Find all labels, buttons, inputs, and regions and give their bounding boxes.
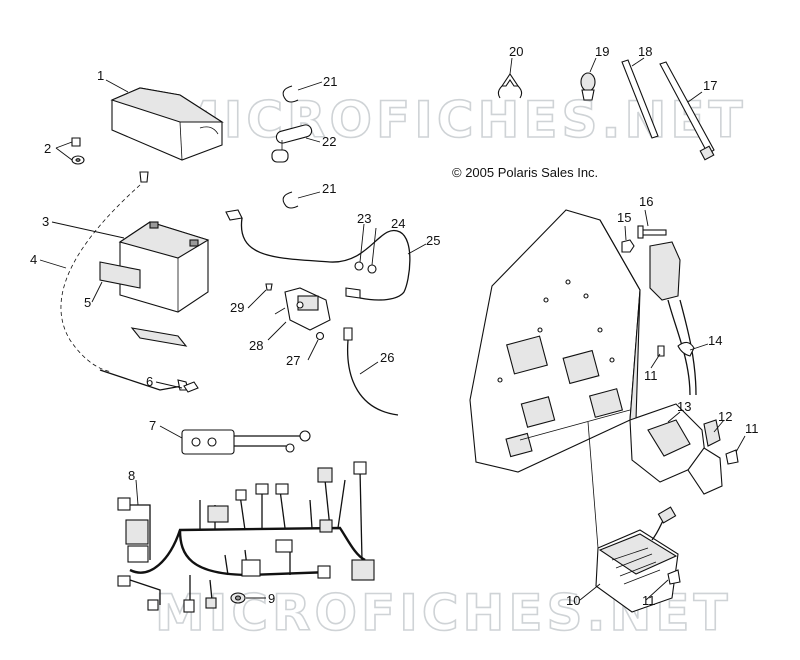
callout-19: 19	[595, 44, 609, 59]
callout-24: 24	[391, 216, 405, 231]
copyright-text: © 2005 Polaris Sales Inc.	[452, 165, 598, 180]
relay-bracket	[687, 419, 723, 495]
callout-5: 5	[84, 295, 91, 310]
battery	[99, 221, 210, 313]
main-wire-harness	[117, 461, 375, 613]
wire-clip-c-bottom	[282, 191, 299, 209]
vent-fitting	[139, 171, 149, 183]
nut-27	[315, 331, 325, 341]
watermark-top: MICROFICHES.NET	[170, 91, 747, 149]
callout-13: 13	[677, 399, 691, 414]
callout-11-right: 11	[745, 421, 759, 436]
callout-9: 9	[268, 591, 275, 606]
callout-8: 8	[128, 468, 135, 483]
callout-labels: 1 2 3 4 5 6 7 8 9 10 11 11 11 12 13 14 1…	[30, 44, 759, 608]
push-rivet-clip	[580, 72, 596, 101]
callout-28: 28	[249, 338, 263, 353]
negative-battery-cable	[99, 369, 183, 391]
screw-29	[265, 283, 273, 291]
bolt-16	[637, 225, 667, 239]
connector-clip	[230, 592, 246, 604]
cable-tie-short	[621, 59, 659, 139]
starter-cable	[343, 327, 399, 416]
fastener-bottom	[667, 569, 681, 585]
callout-29: 29	[230, 300, 244, 315]
fastener-right	[725, 449, 739, 465]
mounting-panel	[469, 209, 641, 473]
wire-clip-c-top	[282, 85, 299, 103]
callout-21-top: 21	[323, 74, 337, 89]
callout-4: 4	[30, 252, 37, 267]
nut-24	[367, 264, 377, 274]
battery-cover	[110, 87, 224, 161]
vent-tube	[60, 184, 141, 373]
leader-lines	[39, 57, 746, 601]
positive-cable	[225, 209, 411, 301]
callout-17: 17	[703, 78, 717, 93]
battery-strap	[271, 124, 313, 163]
bolt-washer	[71, 137, 85, 165]
callout-1: 1	[97, 68, 104, 83]
callout-11-mid: 11	[644, 368, 658, 383]
wire-clip-14	[677, 341, 695, 357]
fastener-upper	[657, 345, 665, 357]
ground-strap	[181, 429, 311, 455]
callout-18: 18	[638, 44, 652, 59]
cable-tie-long	[659, 61, 715, 161]
callout-22: 22	[322, 134, 336, 149]
callout-14: 14	[708, 333, 722, 348]
starter-solenoid	[274, 287, 331, 331]
callout-15: 15	[617, 210, 631, 225]
callout-7: 7	[149, 418, 156, 433]
callout-27: 27	[286, 353, 300, 368]
callout-6: 6	[146, 374, 153, 389]
callout-23: 23	[357, 211, 371, 226]
voltage-regulator	[629, 403, 707, 483]
callout-3: 3	[42, 214, 49, 229]
callout-2: 2	[44, 141, 51, 156]
callout-12: 12	[718, 409, 732, 424]
callout-10: 10	[566, 593, 580, 608]
battery-bolt	[183, 381, 199, 393]
callout-16: 16	[639, 194, 653, 209]
callout-11-bottom: 11	[642, 593, 656, 608]
nut-15	[621, 239, 635, 253]
nut-23	[354, 261, 364, 271]
battery-pad	[130, 327, 188, 347]
callout-26: 26	[380, 350, 394, 365]
callout-20: 20	[509, 44, 523, 59]
module-leader	[587, 421, 599, 549]
callout-25: 25	[426, 233, 440, 248]
control-module	[595, 506, 679, 613]
callout-21-bottom: 21	[322, 181, 336, 196]
